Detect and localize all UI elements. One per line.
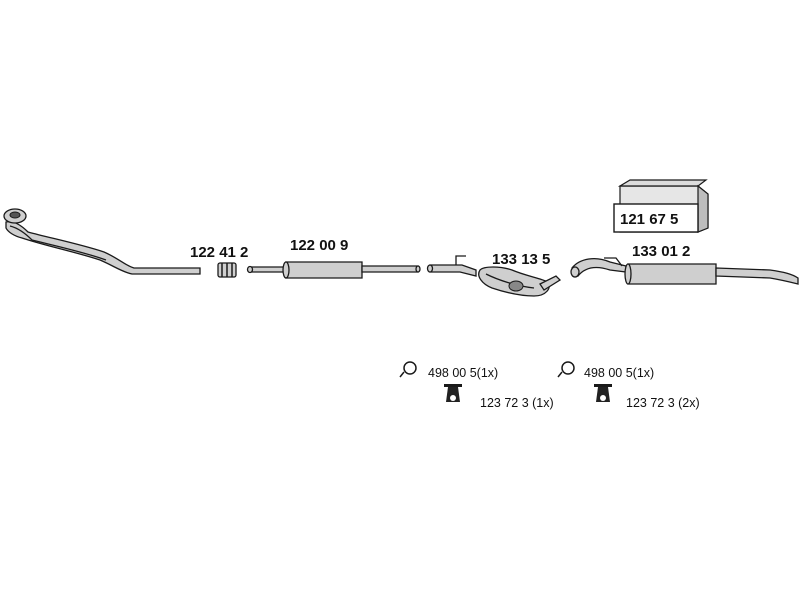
box-icon	[613, 179, 709, 233]
part-label-122009: 122 00 9	[290, 237, 348, 254]
middle-silencer	[426, 255, 562, 297]
clamp-part	[217, 262, 237, 278]
hanger-icon	[444, 384, 462, 402]
part-label-122412: 122 41 2	[190, 244, 248, 261]
box-part-label: 121 67 5	[620, 211, 678, 228]
hanger-label-left: 123 72 3 (1x)	[480, 396, 554, 410]
hanger-icon	[594, 384, 612, 402]
front-pipe	[3, 208, 201, 275]
hanger-label-right: 123 72 3 (2x)	[626, 396, 700, 410]
ring-label-right: 498 00 5(1x)	[584, 366, 654, 380]
front-silencer	[246, 261, 421, 279]
rear-silencer	[570, 257, 799, 285]
ring-icon	[399, 361, 417, 378]
part-label-133135: 133 13 5	[492, 251, 550, 268]
part-label-133012: 133 01 2	[632, 243, 690, 260]
ring-icon	[557, 361, 575, 378]
ring-label-left: 498 00 5(1x)	[428, 366, 498, 380]
